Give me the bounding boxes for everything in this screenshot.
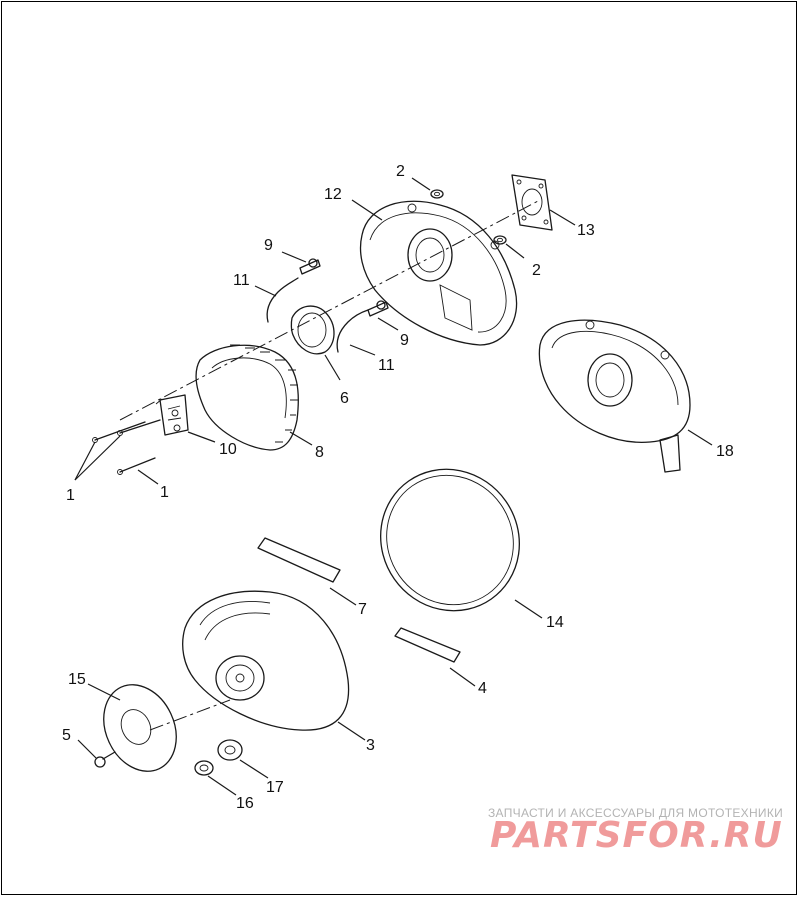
breather-bolt-part-lower (367, 300, 389, 317)
mounting-bracket-part (155, 394, 189, 436)
filter-element-part (195, 344, 299, 451)
breather-bolt-part-upper (299, 258, 321, 275)
callout-1-left: 1 (66, 487, 75, 504)
breather-hose-part-lower (336, 309, 369, 353)
medallion-part (103, 684, 177, 772)
medallion-screw-part (94, 751, 116, 768)
callout-15: 15 (68, 671, 86, 688)
trim-strip-part-upper (257, 537, 341, 583)
trim-strip-part-lower (394, 627, 461, 663)
screw-part-group (92, 419, 161, 475)
watermark-caption: ЗАПЧАСТИ И АКСЕССУАРЫ ДЛЯ МОТОТЕХНИКИ (488, 806, 784, 820)
gasket-part (511, 174, 553, 231)
callout-11-upper: 11 (233, 272, 250, 289)
callout-2-lower: 2 (532, 262, 541, 279)
callout-2-upper: 2 (396, 163, 405, 180)
cover-washer-part (217, 739, 243, 761)
cover-seal-part (380, 468, 520, 612)
breather-hose-part-upper (266, 277, 299, 323)
assembly-centerline-upper (119, 199, 541, 421)
callout-leaders (74, 177, 713, 796)
callout-14: 14 (546, 614, 564, 631)
callout-17: 17 (266, 779, 284, 796)
callout-18: 18 (716, 443, 734, 460)
callout-12: 12 (324, 186, 342, 203)
backplate-assembly-part (538, 319, 691, 473)
callout-4: 4 (478, 680, 487, 697)
callout-9-lower: 9 (400, 332, 409, 349)
callout-3: 3 (366, 737, 375, 754)
callout-9-upper: 9 (264, 237, 273, 254)
callout-13: 13 (577, 222, 595, 239)
callout-11-lower: 11 (378, 357, 395, 374)
assembly-centerline-lower (149, 699, 231, 731)
callout-8: 8 (315, 444, 324, 461)
washer-part-upper (430, 189, 444, 199)
callout-7: 7 (358, 601, 367, 618)
callout-10: 10 (219, 441, 237, 458)
backplate-part (359, 200, 518, 346)
watermark-logo: PARTSFOR.RU (490, 815, 783, 856)
callout-6: 6 (340, 390, 349, 407)
callout-5: 5 (62, 727, 71, 744)
filter-gasket-part (290, 305, 335, 355)
callout-16: 16 (236, 795, 254, 812)
callout-1-right: 1 (160, 484, 169, 501)
cover-nut-part (194, 760, 214, 776)
outer-cover-part (182, 590, 350, 731)
washer-part-lower (493, 235, 507, 245)
